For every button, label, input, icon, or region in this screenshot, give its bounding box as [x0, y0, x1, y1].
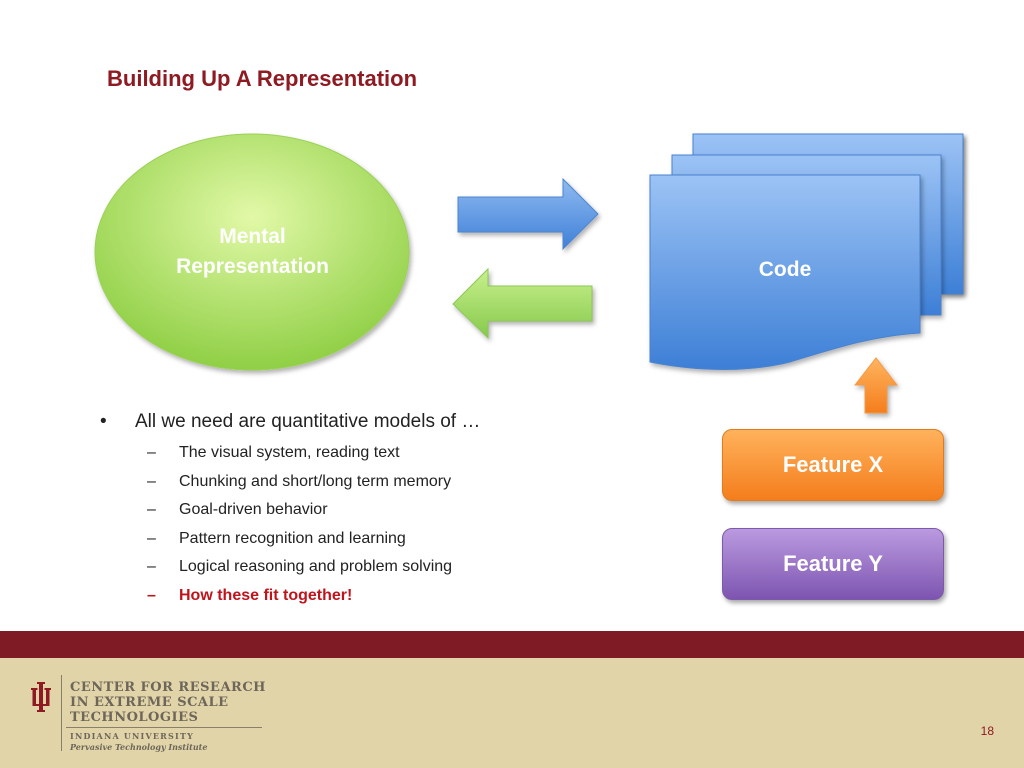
logo-divider-horizontal	[66, 727, 262, 728]
code-document-front	[649, 174, 921, 370]
org-name-line3: TECHNOLOGIES	[70, 710, 199, 725]
sub-bullet-marker: –	[147, 472, 156, 490]
sub-bullet-item: – Pattern recognition and learning	[147, 525, 620, 554]
footer-band	[0, 631, 1024, 658]
logo-divider-vertical	[61, 675, 62, 751]
diagram	[94, 133, 964, 414]
bullet-marker: •	[100, 411, 107, 432]
mental-representation-line2: Representation	[176, 255, 329, 278]
bullet-main-text: All we need are quantitative models of …	[135, 411, 481, 432]
bullet-main-item: • All we need are quantitative models of…	[100, 411, 620, 433]
code-document-stack	[649, 133, 964, 370]
sub-bullet-marker: –	[147, 558, 156, 576]
sub-bullet-marker: –	[147, 529, 156, 547]
sub-bullet-text: The visual system, reading text	[179, 444, 400, 462]
mental-representation-ellipse	[94, 133, 410, 371]
feature-x-box: Feature X	[722, 429, 944, 501]
sub-bullet-marker: –	[147, 444, 156, 462]
arrow-left-icon	[452, 267, 593, 340]
sub-bullet-text: How these fit together!	[179, 586, 353, 604]
org-name: CENTER FOR RESEARCH IN EXTREME SCALE TEC…	[70, 680, 266, 725]
bullet-list: • All we need are quantitative models of…	[100, 411, 620, 610]
sub-bullet-item: – The visual system, reading text	[147, 439, 620, 468]
institute-name: Pervasive Technology Institute	[70, 742, 208, 752]
feature-x-label: Feature X	[782, 452, 884, 477]
sub-bullet-list: – The visual system, reading text – Chun…	[100, 439, 620, 610]
mental-representation-line1: Mental	[219, 225, 286, 248]
feature-y-box: Feature Y	[722, 528, 944, 600]
arrow-right-icon	[457, 177, 599, 251]
sub-bullet-marker: –	[147, 586, 156, 604]
university-name: INDIANA UNIVERSITY	[70, 731, 195, 741]
sub-bullet-item: – Goal-driven behavior	[147, 496, 620, 525]
sub-bullet-item: – Logical reasoning and problem solving	[147, 553, 620, 582]
sub-bullet-text: Logical reasoning and problem solving	[179, 558, 453, 576]
sub-bullet-text: Pattern recognition and learning	[179, 529, 406, 547]
org-name-line2: IN EXTREME SCALE	[70, 695, 229, 710]
sub-bullet-marker: –	[147, 501, 156, 519]
sub-bullet-text: Goal-driven behavior	[179, 501, 328, 519]
sub-bullet-item: – Chunking and short/long term memory	[147, 468, 620, 497]
sub-bullet-item-highlight: – How these fit together!	[147, 582, 620, 611]
page-number: 18	[980, 724, 994, 738]
slide-title: Building Up A Representation	[107, 66, 418, 91]
arrow-up-icon	[853, 357, 899, 414]
iu-trident-logo-icon	[31, 682, 51, 712]
code-label: Code	[758, 258, 812, 281]
sub-bullet-text: Chunking and short/long term memory	[179, 472, 452, 490]
org-name-line1: CENTER FOR RESEARCH	[70, 680, 266, 695]
footer-area	[0, 658, 1024, 768]
mental-representation-label: Mental Representation	[115, 222, 390, 282]
feature-y-label: Feature Y	[783, 551, 883, 576]
